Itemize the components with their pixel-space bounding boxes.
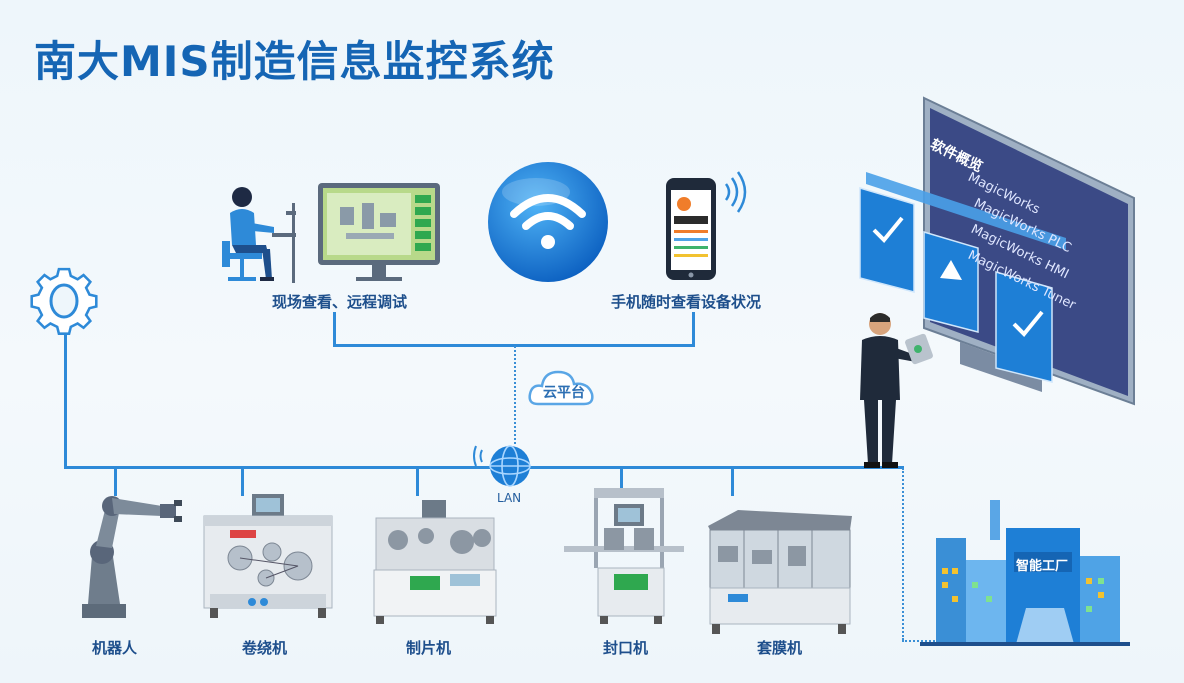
cloud-label: 云平台 — [543, 385, 585, 401]
lan-bus-line — [64, 466, 904, 469]
operator-connector-line — [333, 312, 336, 346]
page-title: 南大MIS制造信息监控系统 — [34, 37, 555, 86]
cloud-link-line — [514, 346, 516, 444]
machine-label-film: 套膜机 — [757, 639, 803, 657]
cloud-icon — [528, 370, 594, 406]
tab-machine-icon — [373, 500, 497, 624]
gear-icon — [30, 267, 98, 335]
lan-label: LAN — [497, 491, 522, 505]
wifi-icon — [488, 162, 608, 282]
businessman-icon — [860, 313, 933, 468]
winding-connector-line — [241, 468, 244, 496]
operator-label: 现场查看、远程调试 — [272, 293, 408, 311]
robot-connector-line — [114, 468, 117, 496]
winding-machine-icon — [203, 494, 333, 618]
machine-label-sealing: 封口机 — [603, 639, 649, 657]
factory-link-horizontal — [902, 640, 942, 642]
client-bracket-line — [333, 344, 695, 347]
robot-arm-icon — [82, 496, 182, 618]
sealing-connector-line — [620, 468, 623, 496]
machine-label-tab: 制片机 — [406, 639, 452, 657]
smart-factory-icon — [920, 500, 1130, 646]
sealing-machine-icon — [564, 488, 684, 624]
operator-workstation-icon — [222, 183, 440, 283]
lan-globe-icon — [473, 445, 531, 487]
factory-label: 智能工厂 — [1016, 559, 1069, 574]
phone-icon — [666, 171, 747, 280]
phone-connector-line — [692, 312, 695, 346]
tab-connector-line — [416, 468, 419, 496]
machine-label-winding: 卷绕机 — [242, 639, 288, 657]
phone-label: 手机随时查看设备状况 — [611, 293, 762, 311]
gear-connector-line — [64, 300, 67, 468]
film-machine-icon — [708, 510, 852, 634]
software-monitor — [859, 96, 1135, 406]
factory-link-vertical — [902, 468, 904, 640]
film-connector-line — [731, 468, 734, 496]
machine-label-robot: 机器人 — [92, 639, 138, 657]
